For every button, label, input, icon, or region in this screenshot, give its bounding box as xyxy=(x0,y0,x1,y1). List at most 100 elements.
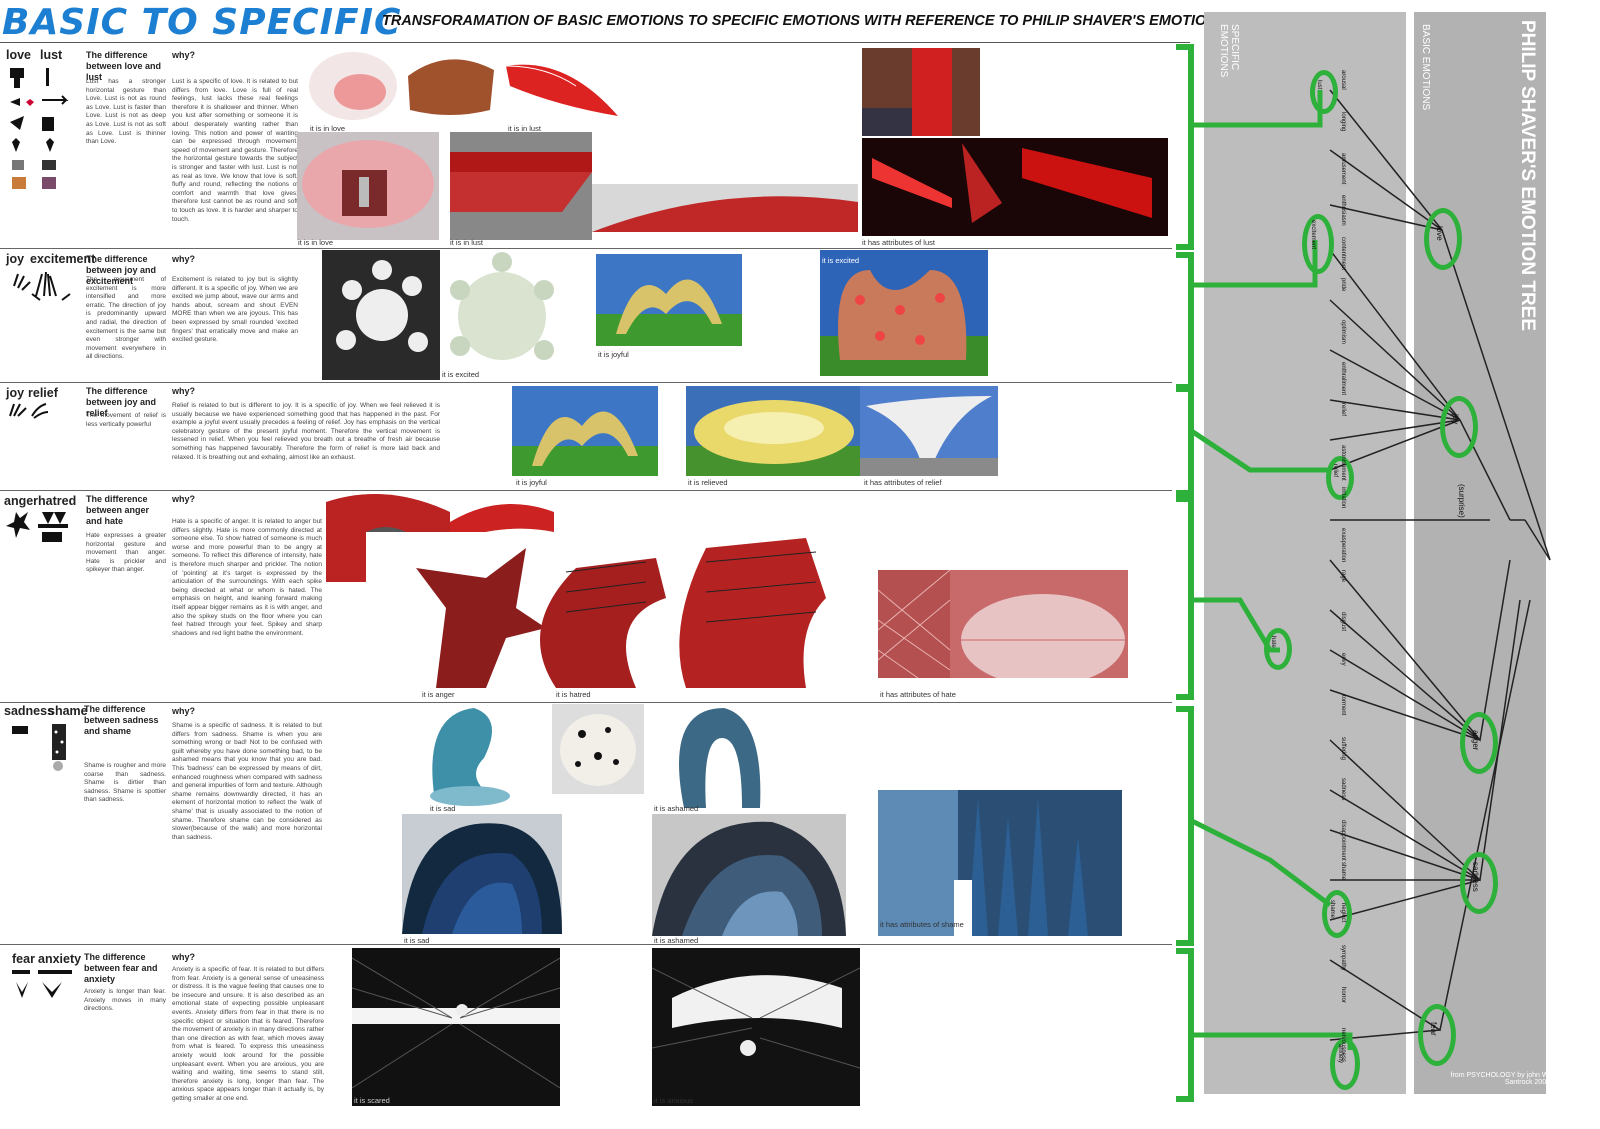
basic-love: love xyxy=(1435,226,1444,241)
group-label: amusement xyxy=(1340,153,1346,185)
bracket-fear-anxiety xyxy=(1176,948,1194,1102)
gesture-glyphs-sadness-shame xyxy=(12,724,66,771)
emotion-specific-label: excitement xyxy=(30,252,96,266)
section-sadness-shame: sadness shame The difference between sad… xyxy=(0,704,1190,945)
image-lust-wide xyxy=(592,184,858,232)
image-hate-attributes xyxy=(878,570,1128,678)
caption: it is sad xyxy=(430,804,456,813)
difference-heading: The difference between joy and excitemen… xyxy=(86,254,157,286)
specific-shame: shame xyxy=(1329,900,1335,919)
group-label: neglect xyxy=(1340,903,1346,923)
group-label: horror xyxy=(1340,986,1346,1003)
image-ashamed-tunnel xyxy=(652,814,846,936)
difference-points: Shame is rougher and more coarse than sa… xyxy=(84,762,166,804)
image-relieved-dish xyxy=(686,386,860,476)
why-heading: why? xyxy=(172,386,196,396)
caption: it is relieved xyxy=(688,478,728,487)
bracket-love-lust xyxy=(1176,44,1194,250)
group-label: arousal xyxy=(1340,70,1346,90)
image-shame-attributes xyxy=(878,790,1122,936)
why-heading: why? xyxy=(172,254,196,264)
image-joyful-pavilion xyxy=(596,254,742,346)
caption: it is excited xyxy=(442,370,480,379)
image-hatred-spiky-forms xyxy=(366,532,876,688)
group-label: relief xyxy=(1340,403,1346,417)
section-joy-excitement: joy excitement The difference between jo… xyxy=(0,250,1190,382)
group-label: rage xyxy=(1340,570,1346,583)
poster-subtitle: TRANSFORAMATION OF BASIC EMOTIONS TO SPE… xyxy=(382,13,1260,29)
basic-sadness: sadness xyxy=(1471,862,1480,892)
image-anxious-space xyxy=(652,948,860,1106)
circle-basic-joy xyxy=(1440,396,1478,458)
basic-fear: fear xyxy=(1429,1022,1438,1036)
why-heading: why? xyxy=(172,50,196,60)
circle-shame xyxy=(1322,890,1352,938)
group-label: disappointment xyxy=(1340,820,1346,861)
gesture-glyphs-joy-relief xyxy=(9,403,49,419)
emotion-basic-label: fear xyxy=(12,952,35,966)
circle-basic-love xyxy=(1424,208,1462,270)
difference-heading: The difference between love and lust xyxy=(86,50,162,82)
caption: it is in lust xyxy=(450,238,483,247)
section-fear-anxiety: fear anxiety The difference between fear… xyxy=(0,946,1190,1106)
caption: it is hatred xyxy=(556,690,591,699)
image-scared-space xyxy=(352,948,560,1106)
group-label: pride xyxy=(1340,278,1346,292)
emotion-basic-label: joy xyxy=(6,252,25,266)
group-label: astonishment xyxy=(1340,445,1346,481)
emotion-tree-lines xyxy=(1188,89,1551,1050)
circle-hate xyxy=(1264,628,1292,670)
caption: it is joyful xyxy=(516,478,547,487)
image-excited-pavilion xyxy=(820,250,988,376)
caption: it has attributes of shame xyxy=(880,920,964,929)
image-wood-forms xyxy=(408,59,494,115)
emotion-basic-label: sadness xyxy=(4,704,55,718)
bracket-sadness-shame xyxy=(1176,706,1194,946)
specific-lust: lust xyxy=(1316,80,1322,90)
basic-joy: joy xyxy=(1451,414,1460,425)
gesture-glyphs-anger-hatred xyxy=(6,512,68,542)
difference-points: The movement of relief is less verticall… xyxy=(86,412,166,428)
group-label: torment xyxy=(1340,695,1346,716)
group-label: exasperation xyxy=(1340,528,1346,563)
circle-lust xyxy=(1310,70,1338,114)
caption: it is ashamed xyxy=(654,804,699,813)
why-text: Anxiety is a specific of fear. It is rel… xyxy=(172,966,324,1102)
image-lust-room xyxy=(450,132,592,240)
section-divider xyxy=(0,382,1172,383)
image-lust-wing xyxy=(505,64,618,116)
emotion-specific-label: hatred xyxy=(38,494,77,508)
section-divider xyxy=(0,248,1172,249)
why-text: Relief is related to but is different to… xyxy=(172,402,440,461)
image-sad-tunnel xyxy=(402,814,562,934)
group-label: sympathy xyxy=(1340,945,1346,971)
image-ashamed-blob xyxy=(552,704,644,794)
caption: it is sad xyxy=(404,936,430,945)
group-label: sadness xyxy=(1340,778,1346,801)
group-label: longing xyxy=(1340,111,1346,132)
group-label: envy xyxy=(1340,653,1346,667)
image-love-blob xyxy=(309,52,397,120)
image-red-architecture xyxy=(862,138,1168,236)
caption: it is anger xyxy=(422,690,455,699)
group-label: disgust xyxy=(1340,611,1346,631)
emotion-specific-label: relief xyxy=(28,386,58,400)
group-label: suffering xyxy=(1340,736,1346,760)
image-relief-canopy xyxy=(860,386,998,476)
specific-relief: relief xyxy=(1332,464,1338,478)
why-heading: why? xyxy=(172,952,196,962)
gesture-glyphs-joy-excitement xyxy=(13,271,71,301)
section-divider xyxy=(0,702,1172,703)
specific-emotions-column xyxy=(1204,12,1406,1094)
image-red-interior xyxy=(862,48,980,136)
caption: it is in love xyxy=(310,124,346,133)
group-label: contentment xyxy=(1340,236,1346,270)
image-love-pavilion xyxy=(297,132,439,240)
caption: it is anxious xyxy=(654,1096,694,1105)
emotion-basic-label: joy xyxy=(6,386,25,400)
specific-emotions-label: SPECIFIC EMOTIONS xyxy=(1218,24,1240,78)
why-heading: why? xyxy=(172,494,196,504)
section-joy-relief: joy relief The difference between joy an… xyxy=(0,384,1190,490)
why-text: Lust is a specific of love. It is relate… xyxy=(172,78,298,223)
basic-emotions-label: BASIC EMOTIONS xyxy=(1420,24,1431,111)
